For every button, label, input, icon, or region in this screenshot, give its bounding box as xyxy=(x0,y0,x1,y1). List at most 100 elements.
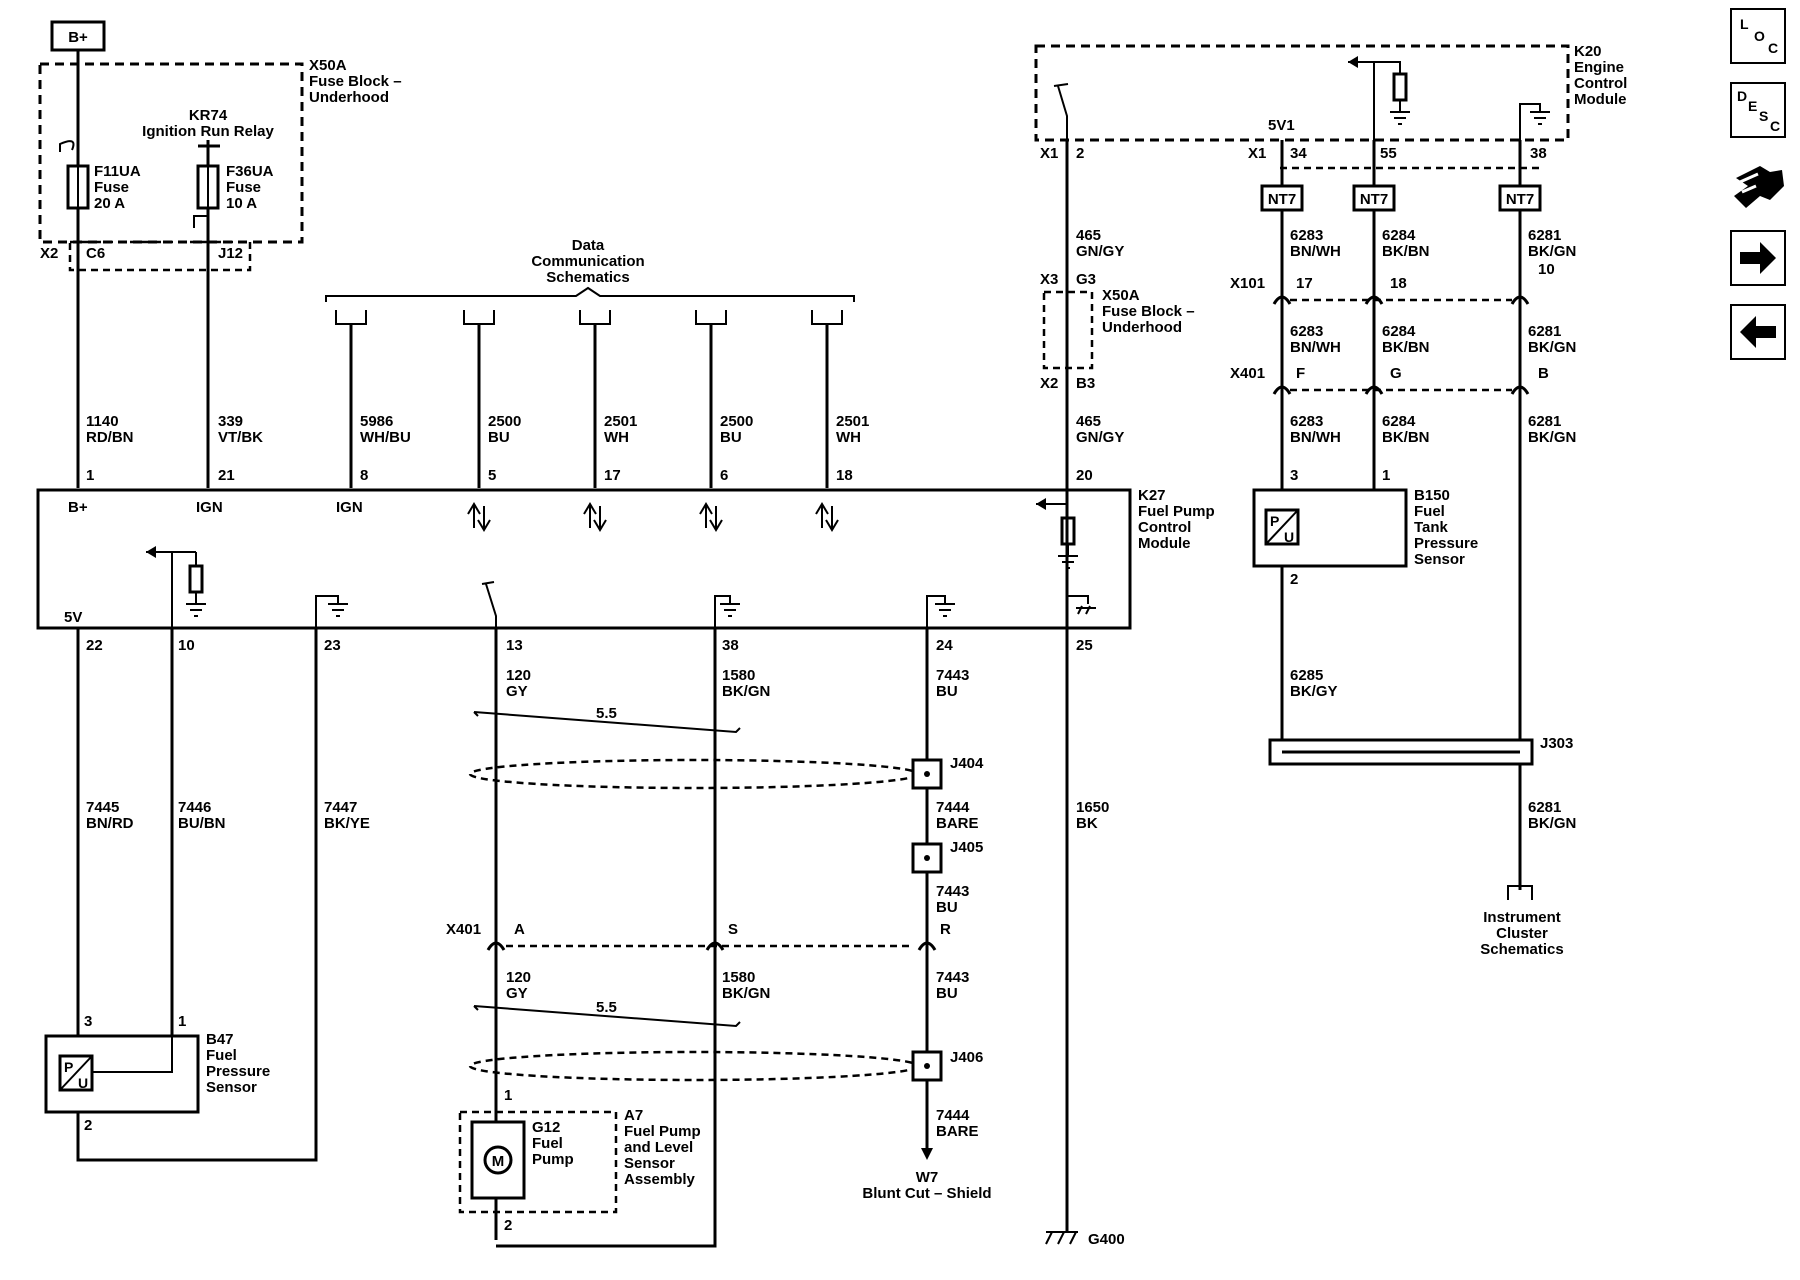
svg-text:M: M xyxy=(492,1153,505,1170)
svg-text:18: 18 xyxy=(836,467,853,484)
ecm-wire-465-labels: 465 GN/GY xyxy=(1076,227,1124,260)
svg-text:BU: BU xyxy=(720,429,742,446)
svg-text:2500: 2500 xyxy=(488,413,521,430)
svg-text:1650: 1650 xyxy=(1076,799,1109,816)
ecm-wire-labels-1: 6283 BN/WH 6284 BK/BN 6281 BK/GN 10 xyxy=(1290,227,1576,278)
k27-bottom-pin-labels: 22 10 23 13 38 24 25 xyxy=(86,637,1093,654)
svg-text:K20: K20 xyxy=(1574,43,1602,60)
svg-text:1: 1 xyxy=(178,1013,186,1030)
twisted-pair-upper: 5.5 xyxy=(468,705,920,790)
svg-text:7447: 7447 xyxy=(324,799,357,816)
b47-sensor-element: P U xyxy=(58,1036,173,1092)
svg-text:U: U xyxy=(1284,529,1294,545)
b150-wire-label: 6285 BK/GY xyxy=(1290,667,1338,700)
svg-text:23: 23 xyxy=(324,637,341,654)
svg-text:P: P xyxy=(1270,513,1279,529)
data-bus-connectors xyxy=(335,310,843,325)
svg-text:BK: BK xyxy=(1076,815,1098,832)
svg-text:6281: 6281 xyxy=(1528,799,1561,816)
svg-text:NT7: NT7 xyxy=(1360,191,1388,208)
svg-text:Control: Control xyxy=(1574,75,1627,92)
svg-text:Engine: Engine xyxy=(1574,59,1624,76)
connector-view-button[interactable] xyxy=(1730,156,1786,212)
x2-connector-outline xyxy=(68,240,252,272)
svg-text:1: 1 xyxy=(1382,467,1390,484)
svg-text:X2: X2 xyxy=(1040,375,1058,392)
svg-text:BN/WH: BN/WH xyxy=(1290,429,1341,446)
svg-text:6: 6 xyxy=(720,467,728,484)
splice-j404: J404 xyxy=(911,755,984,790)
svg-text:1: 1 xyxy=(86,467,94,484)
k20-pin38-ground xyxy=(1519,103,1550,140)
svg-text:BU: BU xyxy=(936,899,958,916)
svg-text:38: 38 xyxy=(1530,145,1547,162)
k27-label: K27 Fuel Pump Control Module xyxy=(1138,487,1215,552)
svg-text:Instrument: Instrument xyxy=(1483,909,1561,926)
svg-text:Blunt Cut – Shield: Blunt Cut – Shield xyxy=(862,1185,991,1202)
x401-upper-connector: X401 F G B xyxy=(1230,365,1549,395)
svg-text:BK/GN: BK/GN xyxy=(1528,243,1576,260)
svg-text:38: 38 xyxy=(722,637,739,654)
k27-input-labels: B+ IGN IGN 5V xyxy=(64,499,363,626)
k27-internal-grounds xyxy=(315,595,1096,628)
svg-text:F: F xyxy=(1296,365,1305,382)
svg-text:F36UA: F36UA xyxy=(226,163,274,180)
svg-text:5: 5 xyxy=(488,467,496,484)
svg-text:WH: WH xyxy=(604,429,629,446)
wire-6285 xyxy=(1280,566,1520,754)
svg-text:2: 2 xyxy=(1076,145,1084,162)
svg-text:J404: J404 xyxy=(950,755,984,772)
k27-top-wire-labels: 1140 RD/BN 1 339 VT/BK 21 5986 WH/BU 8 2… xyxy=(86,413,1124,484)
svg-text:NT7: NT7 xyxy=(1506,191,1534,208)
x101-connector: X101 17 18 xyxy=(1230,275,1530,305)
next-page-button[interactable] xyxy=(1730,230,1786,286)
k20-pin2-switch xyxy=(1053,83,1069,140)
svg-text:21: 21 xyxy=(218,467,235,484)
g12-fuel-pump: M G12 Fuel Pump xyxy=(470,1119,574,1200)
k27-pin13-switch xyxy=(481,581,497,628)
svg-text:X1: X1 xyxy=(1248,145,1266,162)
svg-text:X101: X101 xyxy=(1230,275,1265,292)
svg-text:Module: Module xyxy=(1138,535,1191,552)
svg-text:20 A: 20 A xyxy=(94,195,125,212)
svg-text:17: 17 xyxy=(1296,275,1313,292)
svg-text:BK/GN: BK/GN xyxy=(722,683,770,700)
svg-text:W7: W7 xyxy=(916,1169,939,1186)
svg-text:Sensor: Sensor xyxy=(1414,551,1465,568)
svg-text:17: 17 xyxy=(604,467,621,484)
svg-text:A: A xyxy=(514,921,525,938)
svg-text:Sensor: Sensor xyxy=(206,1079,257,1096)
previous-page-button[interactable] xyxy=(1730,304,1786,360)
svg-text:BN/WH: BN/WH xyxy=(1290,339,1341,356)
svg-text:BN/WH: BN/WH xyxy=(1290,243,1341,260)
svg-text:B150: B150 xyxy=(1414,487,1450,504)
x2-connector-labels: X2 C6 J12 xyxy=(40,245,243,262)
loc-letter-o: O xyxy=(1754,28,1765,44)
svg-text:20: 20 xyxy=(1076,467,1093,484)
svg-text:J12: J12 xyxy=(218,245,243,262)
description-button[interactable]: D E S C xyxy=(1730,82,1786,138)
svg-text:5986: 5986 xyxy=(360,413,393,430)
svg-text:10: 10 xyxy=(178,637,195,654)
location-button[interactable]: L O C xyxy=(1730,8,1786,64)
k20-label: K20 Engine Control Module xyxy=(1574,43,1627,108)
svg-text:GN/GY: GN/GY xyxy=(1076,429,1124,446)
w7-blunt-cut-shield: W7 Blunt Cut – Shield xyxy=(862,1148,992,1202)
navigation-panel: L O C D E S C xyxy=(1730,8,1794,378)
svg-text:7443: 7443 xyxy=(936,667,969,684)
svg-text:18: 18 xyxy=(1390,275,1407,292)
svg-text:Fuse Block –: Fuse Block – xyxy=(309,73,402,90)
svg-text:Control: Control xyxy=(1138,519,1191,536)
svg-text:GN/GY: GN/GY xyxy=(1076,243,1124,260)
svg-text:Fuse Block –: Fuse Block – xyxy=(1102,303,1195,320)
svg-text:465: 465 xyxy=(1076,413,1101,430)
svg-text:X3: X3 xyxy=(1040,271,1058,288)
wire-7447 xyxy=(76,628,318,1162)
fuse-f11ua: F11UA Fuse 20 A xyxy=(59,140,141,212)
left-wire-labels: 7445 BN/RD 7446 BU/BN 7447 BK/YE xyxy=(86,799,370,832)
svg-text:Cluster: Cluster xyxy=(1496,925,1548,942)
svg-text:Pump: Pump xyxy=(532,1151,574,1168)
svg-text:120: 120 xyxy=(506,667,531,684)
svg-text:BU: BU xyxy=(936,683,958,700)
x401-lower-connector: X401 A S R xyxy=(446,921,951,951)
